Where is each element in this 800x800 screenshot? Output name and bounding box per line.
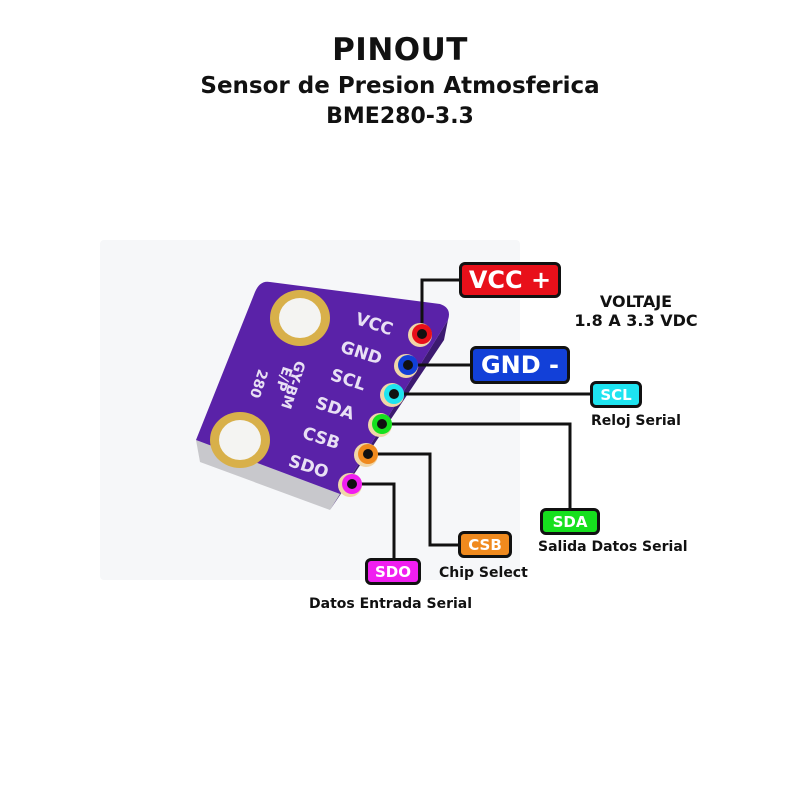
page-title: PINOUT	[332, 32, 468, 68]
line-csb	[368, 452, 460, 547]
page-subtitle: Sensor de Presion Atmosferica	[200, 73, 600, 99]
tag-sdo: SDO	[365, 558, 421, 585]
tag-vcc: VCC +	[459, 262, 561, 298]
tag-sda: SDA	[540, 508, 600, 535]
line-sda	[382, 422, 572, 510]
pad-sda	[368, 413, 392, 437]
pad-scl	[380, 383, 404, 407]
voltage-label: VOLTAJE	[599, 292, 673, 311]
pin-pads	[338, 323, 432, 497]
voltage-range: 1.8 A 3.3 VDC	[574, 311, 698, 330]
model-name: BME280-3.3	[326, 104, 474, 129]
desc-sda: Salida Datos Serial	[538, 539, 688, 555]
tag-scl: SCL	[590, 381, 642, 408]
pad-vcc	[408, 323, 432, 347]
mounting-hole-bottom	[210, 412, 270, 468]
desc-scl: Reloj Serial	[591, 413, 681, 429]
voltage-note: VOLTAJE 1.8 A 3.3 VDC	[556, 292, 716, 330]
line-sdo	[352, 482, 396, 560]
tag-csb: CSB	[458, 531, 512, 558]
pad-csb	[354, 443, 378, 467]
leader-lines	[352, 278, 592, 560]
mounting-hole-top	[270, 290, 330, 346]
desc-sdo: Datos Entrada Serial	[309, 596, 473, 612]
pad-sdo	[338, 473, 362, 497]
line-vcc	[420, 278, 460, 333]
silk-marking-2: E/P	[272, 364, 295, 393]
pad-gnd	[394, 354, 418, 378]
desc-csb: Chip Select	[439, 565, 528, 581]
tag-gnd: GND -	[470, 346, 570, 384]
